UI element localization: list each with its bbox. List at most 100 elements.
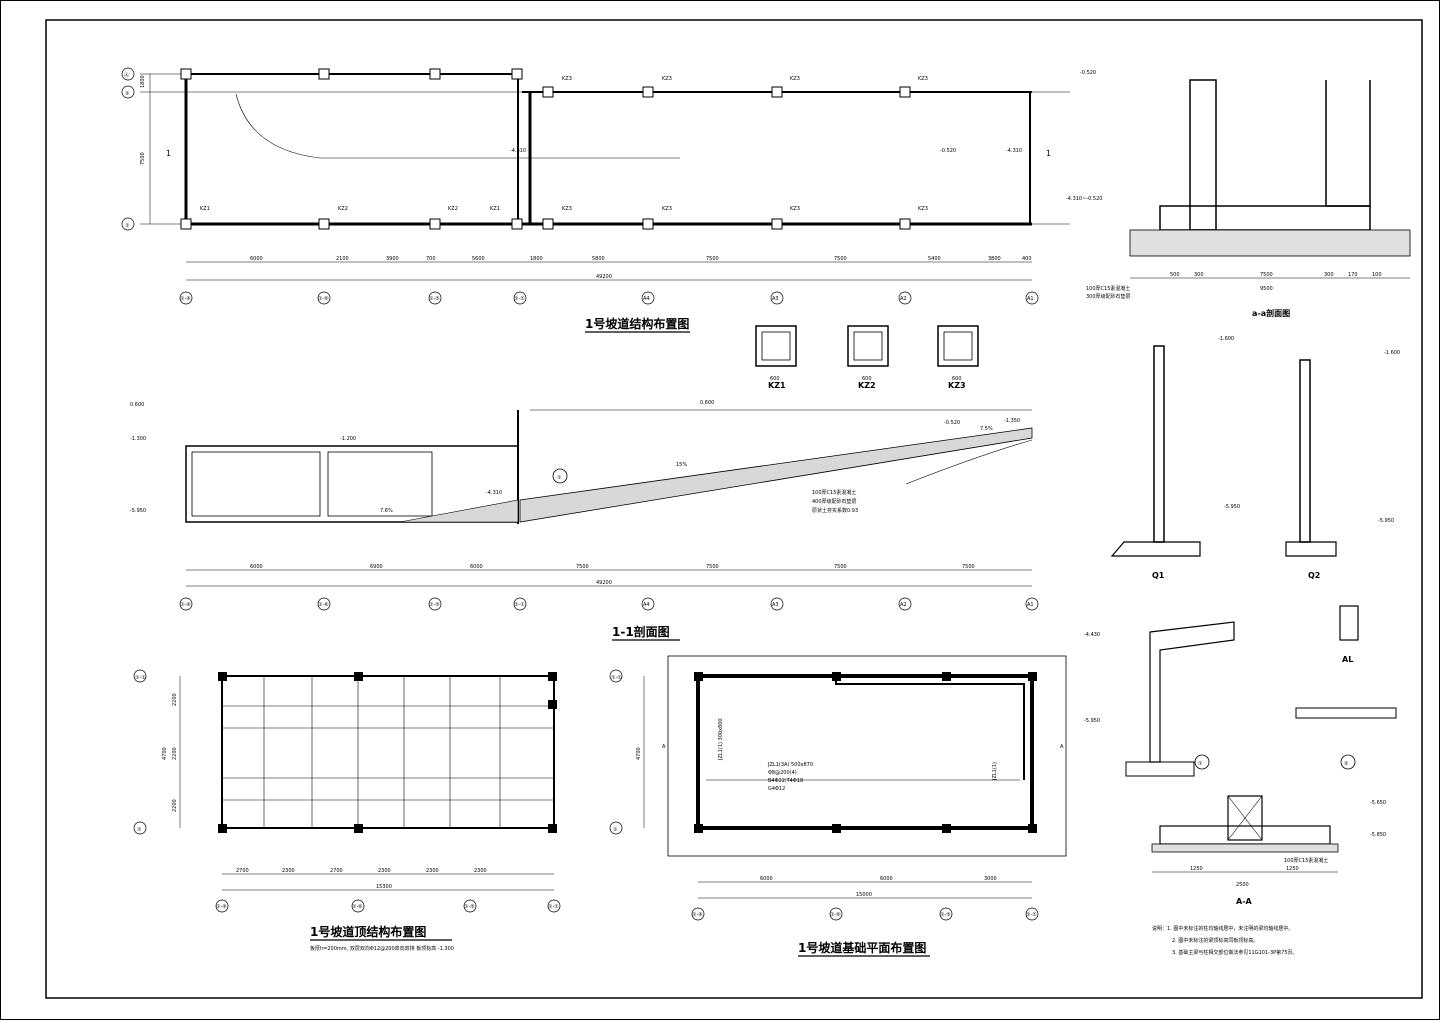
column	[511, 68, 523, 80]
layer-note: 100厚C15素混凝土	[1086, 285, 1130, 292]
kz-title: KZ1	[768, 381, 786, 390]
level-label: -0.520	[1080, 70, 1096, 76]
dim-text: 2300	[426, 868, 439, 874]
section-aa-top: -0.520 -4.310~-0.520 500 300 7500 300 17…	[1066, 70, 1411, 318]
axis-label: ①-⑧	[180, 296, 191, 302]
layer-note: 100厚C15素混凝土	[812, 489, 856, 496]
axis-bubble	[609, 669, 623, 683]
drawing-subtitle: 板厚h=200mm, 双层双向Φ12@200双向双排 板顶标高 -1.300	[310, 945, 454, 952]
axis-label: ①-①	[548, 904, 559, 910]
kz-stirrup	[761, 331, 791, 361]
axis-bubble	[428, 291, 442, 305]
axis-label: ①-⑥	[352, 904, 363, 910]
axis-bubble	[770, 291, 784, 305]
level-label: -5.650	[1370, 800, 1386, 806]
column	[542, 86, 554, 98]
level-label: -5.950	[1084, 718, 1100, 724]
dim-text: 9500	[1260, 286, 1273, 292]
section-mark: 1	[1046, 149, 1051, 158]
dim-text: 5800	[592, 256, 605, 262]
axis-label: ①-⑤	[429, 602, 440, 608]
dim-text: 15300	[376, 884, 392, 890]
kz-title: KZ2	[858, 381, 876, 390]
axis-bubble	[215, 899, 229, 913]
axis-label: ①-①	[514, 296, 525, 302]
section-cell	[191, 451, 321, 517]
axis-bubble	[1025, 291, 1039, 305]
detail-bubble	[1194, 754, 1210, 770]
axis-label: A1	[1027, 296, 1034, 302]
detail-title: Q1	[1152, 571, 1165, 580]
dim-text: 3000	[984, 876, 997, 882]
axis-bubble	[547, 899, 561, 913]
kz-details: KZ1 KZ2 KZ3 600 600 600	[755, 325, 979, 390]
column	[899, 218, 911, 230]
drawing-title: 1号坡道基础平面布置图	[798, 940, 926, 955]
kz-size: 600	[770, 376, 780, 382]
dim-text: 6000	[880, 876, 893, 882]
axis-label: A1	[1027, 602, 1034, 608]
axis-bubble	[317, 597, 331, 611]
axis-label: ①-⑥	[318, 296, 329, 302]
level-label: -5.950	[1224, 504, 1240, 510]
column	[548, 672, 557, 681]
column-label: KZ3	[918, 206, 928, 212]
column	[1028, 672, 1037, 681]
column	[180, 218, 192, 230]
dim-text: 1250	[1190, 866, 1203, 872]
dim-text: 500	[1170, 272, 1180, 278]
level-label: -1.350	[1004, 418, 1020, 424]
column-label: KZ3	[562, 206, 572, 212]
column-label: KZ3	[918, 76, 928, 82]
column	[642, 86, 654, 98]
kz-section	[847, 325, 889, 367]
axis-bubble	[1025, 907, 1039, 921]
column	[899, 86, 911, 98]
dim-text: 7500	[1260, 272, 1273, 278]
level-label: -1.600	[1218, 336, 1234, 342]
column-label: KZ3	[562, 76, 572, 82]
beam-label: G4Φ12	[768, 786, 785, 792]
detail-bubble	[552, 468, 568, 484]
slope-label: 7.5%	[980, 426, 993, 432]
axis-label: ①	[137, 827, 142, 833]
columns	[180, 68, 911, 230]
axis-label: ①-⑤	[940, 912, 951, 918]
dim-text: 2200	[172, 799, 178, 812]
column	[511, 218, 523, 230]
foundation-plan: JZL1(3A) 500x870 Φ8@200(4) B4Φ22;T4Φ18 G…	[609, 655, 1067, 957]
section-aa-bottom: -5.650 -5.850 1250 1250 2500 100厚C15素混凝土…	[1151, 795, 1386, 906]
axis-label: ①-⑧	[180, 602, 191, 608]
dim-text: 400	[1022, 256, 1032, 262]
column-label: KZ1	[200, 206, 210, 212]
axis-label: ①-①	[1026, 912, 1037, 918]
cross	[1227, 795, 1263, 841]
axis-bubbles-bottom	[179, 291, 1039, 305]
level-label: -0.520	[944, 420, 960, 426]
dim-text: 6000	[250, 256, 263, 262]
column	[180, 68, 192, 80]
level-label: -1.200	[340, 436, 356, 442]
column	[548, 700, 557, 709]
foundation-columns	[694, 672, 1037, 833]
axis-bubble	[939, 907, 953, 921]
footing-q1	[1110, 541, 1201, 557]
roof-outline	[221, 675, 555, 829]
dim-text: 7500	[706, 564, 719, 570]
node-details: -4.430 -5.950 ① AL ②	[1084, 605, 1397, 777]
beam-label: Φ8@200(4)	[768, 770, 797, 776]
axis-bubble	[351, 899, 365, 913]
column-stub	[1227, 795, 1263, 841]
column	[694, 672, 703, 681]
axis-label: Ⓐ	[124, 72, 129, 79]
column-label: KZ3	[662, 76, 672, 82]
dim-text: 7500	[834, 564, 847, 570]
detail-title: ①	[1198, 761, 1203, 767]
slope-label: 7.6%	[380, 508, 393, 514]
dim-text: 49200	[596, 580, 612, 586]
footing-q2	[1285, 541, 1337, 557]
axis-bubble	[133, 821, 147, 835]
level-label: -4.310	[486, 490, 502, 496]
axis-bubble	[641, 597, 655, 611]
column	[429, 218, 441, 230]
